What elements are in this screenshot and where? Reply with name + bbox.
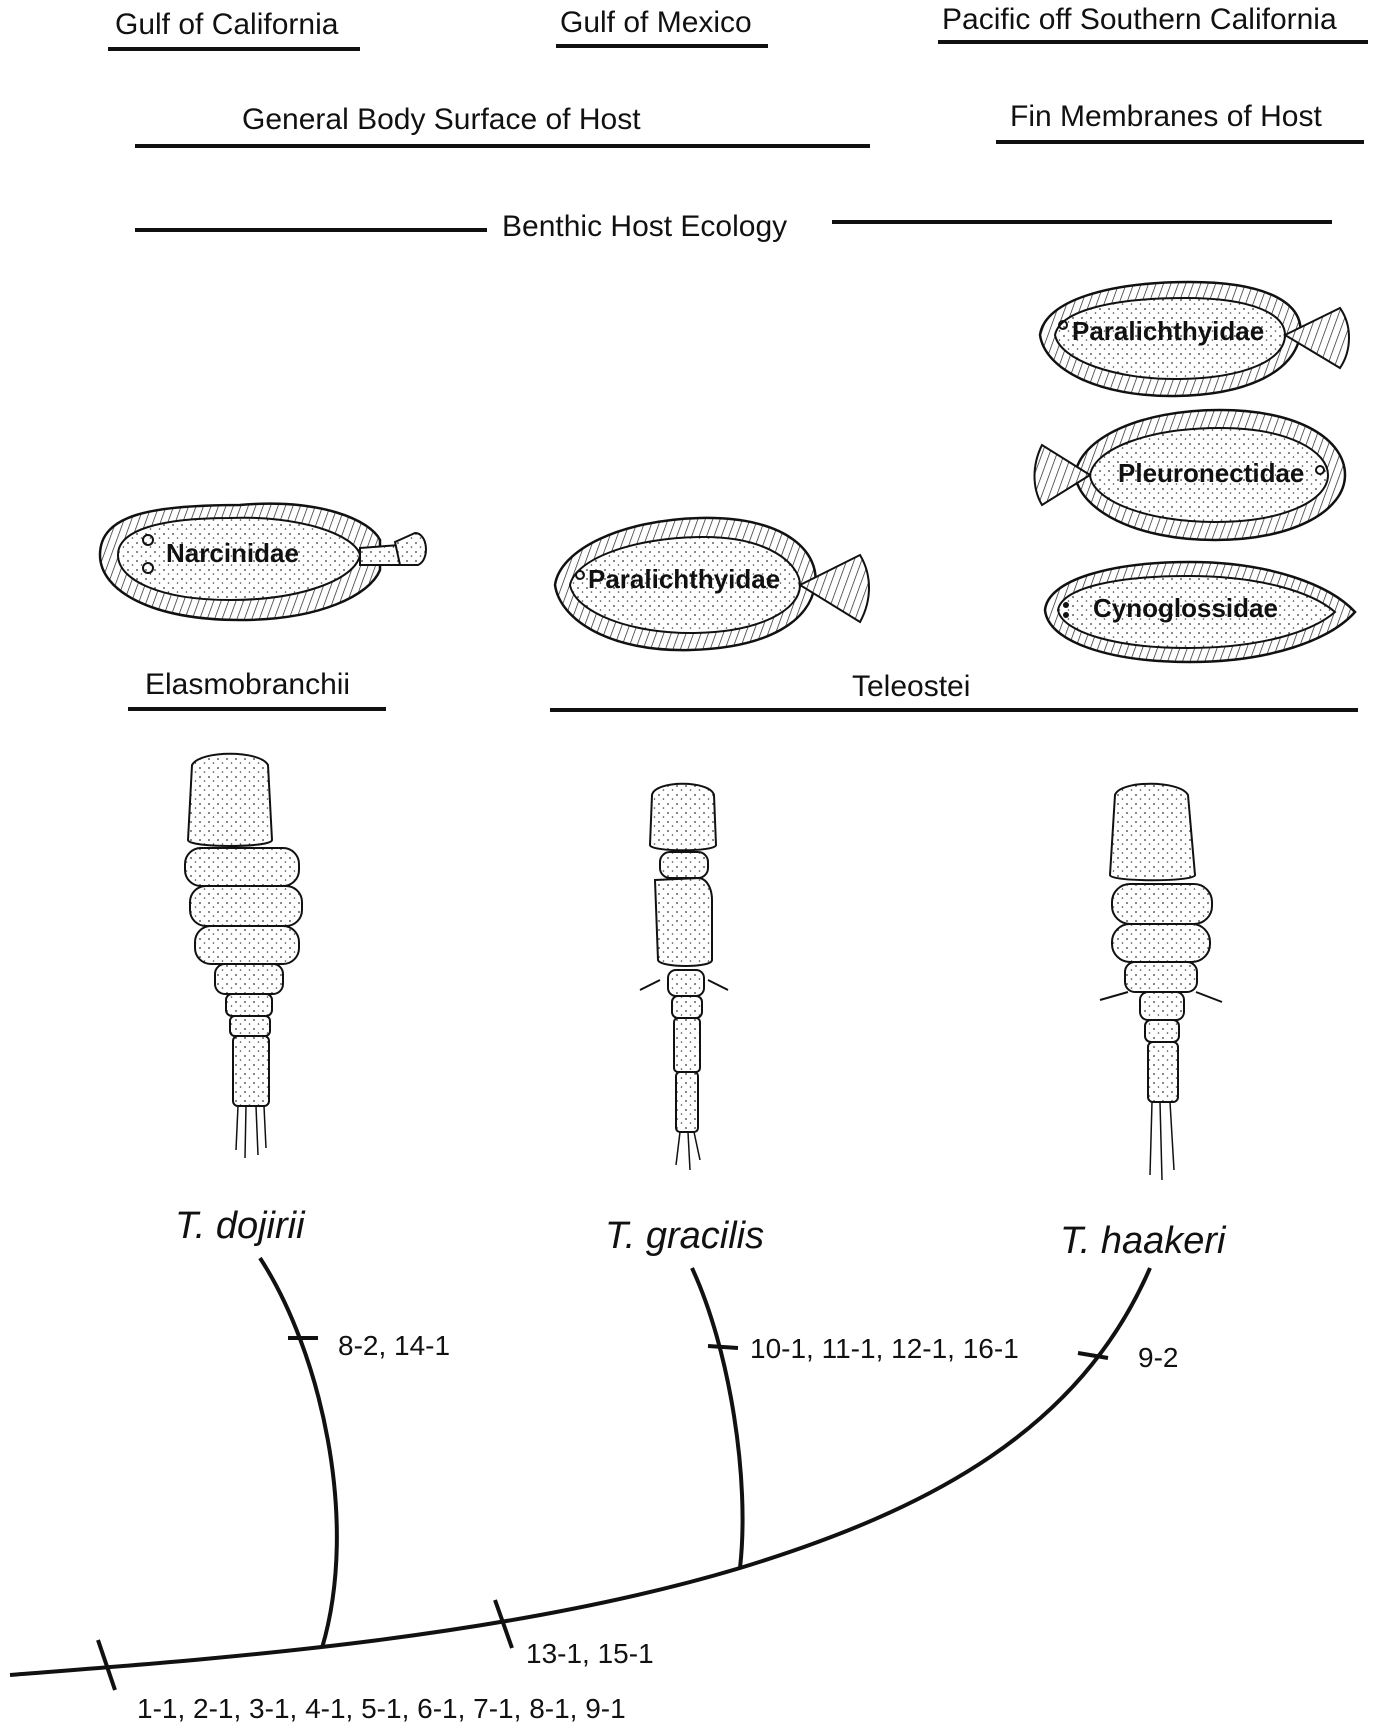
taxon-t-gracilis: T. gracilis (605, 1217, 764, 1255)
branch-dojirii (260, 1258, 337, 1648)
paralichthyidae-top-illustration: Paralichthyidae (1040, 282, 1349, 396)
main-branch (10, 1268, 1150, 1675)
family-pleuronectidae: Pleuronectidae (1118, 458, 1304, 488)
taxon-t-haakeri: T. haakeri (1060, 1222, 1225, 1260)
tick-gracilis (708, 1346, 738, 1348)
copepod-gracilis-illustration (640, 784, 728, 1170)
cynoglossidae-illustration: Cynoglossidae (1045, 562, 1355, 662)
family-paralichthyidae-mid: Paralichthyidae (588, 564, 780, 594)
branch-gracilis (692, 1268, 743, 1568)
copepod-haakeri-illustration (1100, 784, 1222, 1180)
tick-haakeri (1078, 1353, 1108, 1358)
family-paralichthyidae-top: Paralichthyidae (1072, 316, 1264, 346)
characters-dojirii: 8-2, 14-1 (338, 1332, 450, 1360)
characters-haakeri: 9-2 (1138, 1344, 1178, 1372)
narcinidae-illustration: Narcinidae (100, 504, 426, 620)
characters-gracilis: 10-1, 11-1, 12-1, 16-1 (750, 1335, 1019, 1363)
pleuronectidae-illustration: Pleuronectidae (1035, 410, 1346, 540)
taxon-t-dojirii: T. dojirii (175, 1207, 305, 1245)
cladogram (10, 1258, 1150, 1690)
family-narcinidae: Narcinidae (166, 538, 299, 568)
paralichthyidae-mid-illustration: Paralichthyidae (555, 518, 869, 650)
family-cynoglossidae: Cynoglossidae (1093, 593, 1278, 623)
copepod-dojirii-illustration (185, 754, 302, 1158)
characters-internal: 13-1, 15-1 (526, 1640, 654, 1668)
characters-root: 1-1, 2-1, 3-1, 4-1, 5-1, 6-1, 7-1, 8-1, … (137, 1695, 626, 1723)
